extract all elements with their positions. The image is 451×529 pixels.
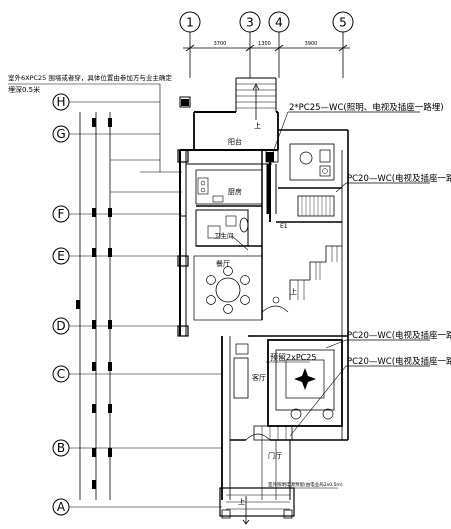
axis-label-col-5: 5: [339, 16, 347, 30]
room-label-dining: 餐厅: [216, 259, 230, 268]
side-elevation-strip: [76, 112, 182, 500]
room-label-balcony: 阳台: [228, 137, 242, 146]
dimension-3900: 3900: [305, 41, 318, 47]
axis-label-row-a: A: [57, 500, 66, 514]
mark-up-right-stair: 上: [290, 287, 297, 296]
axis-label-row-e: E: [57, 249, 65, 263]
room-label-bath: 卫生间: [214, 231, 234, 240]
building-walls: [177, 77, 349, 525]
column-axes: 1 3 4 5: [179, 11, 354, 78]
note-outdoor-conduit: 室外6XPC25 围墙或者穿，具体位置由参加方与业主确定 埋深0.5米: [8, 73, 172, 172]
axis-label-row-d: D: [56, 319, 65, 333]
note-top-right-conduit: 2*PC25—WC(照明、电视及插座一路埋): [289, 102, 444, 113]
axis-label-row-g: G: [56, 127, 65, 141]
note-outdoor-lighting-power: 室外照明电源预留(由电业局2x0.5m): [268, 481, 343, 488]
mark-up-front-steps: 上: [238, 497, 245, 506]
dimension-3700: 3700: [214, 41, 227, 47]
note-right-conduit-2: PC20—WC(电视及插座一路埋): [347, 330, 451, 341]
axis-label-col-1: 1: [186, 16, 194, 30]
axis-label-col-3: 3: [246, 16, 254, 30]
room-label-living: 客厅: [252, 373, 266, 382]
mark-switchboard: E1: [280, 223, 288, 230]
axis-label-row-h: H: [56, 95, 65, 109]
note-outdoor-conduit-line2: 埋深0.5米: [8, 85, 40, 94]
note-right-conduit-3: PC20—WC(电视及插座一路埋): [347, 356, 451, 367]
axis-label-row-f: F: [58, 207, 65, 221]
dimension-line: 3700 1300 3900: [183, 41, 350, 52]
note-reserved-pc25: 预留2xPC25: [270, 352, 316, 362]
axis-label-row-c: C: [57, 367, 65, 381]
dimension-1300: 1300: [258, 41, 271, 47]
note-right-conduit-1: PC20—WC(电视及插座一路埋): [347, 173, 451, 184]
room-label-kitchen: 厨房: [228, 187, 242, 196]
room-label-hall: 门厅: [268, 451, 282, 460]
mark-up-top-stair: 上: [254, 121, 261, 130]
axis-label-col-4: 4: [275, 16, 283, 30]
room-labels: 阳台 厨房 卫生间 餐厅 客厅 门厅 上 上 上 E1: [214, 121, 297, 506]
axis-label-row-b: B: [57, 441, 65, 455]
electrical-annotations: 2*PC25—WC(照明、电视及插座一路埋) PC20—WC(电视及插座一路埋)…: [266, 102, 451, 489]
note-outdoor-conduit-line1: 室外6XPC25 围墙或者穿，具体位置由参加方与业主确定: [8, 73, 172, 82]
